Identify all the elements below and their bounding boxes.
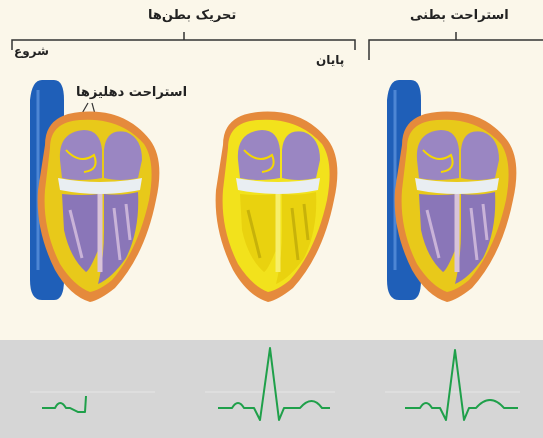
label-ventricular-excitation: تحریک بطن‌ها	[148, 8, 236, 23]
label-ventricular-rest: استراحت بطنی	[410, 8, 509, 23]
label-atrial-rest: استراحت دهلیزها	[76, 85, 187, 100]
heart-panel-right	[387, 80, 516, 302]
rest-bracket	[369, 32, 543, 60]
heart-panel-left	[30, 80, 159, 302]
label-end: پایان	[316, 53, 344, 67]
label-start: شروع	[14, 44, 49, 58]
heart-panel-middle	[216, 112, 338, 302]
excitation-bracket	[12, 32, 355, 50]
